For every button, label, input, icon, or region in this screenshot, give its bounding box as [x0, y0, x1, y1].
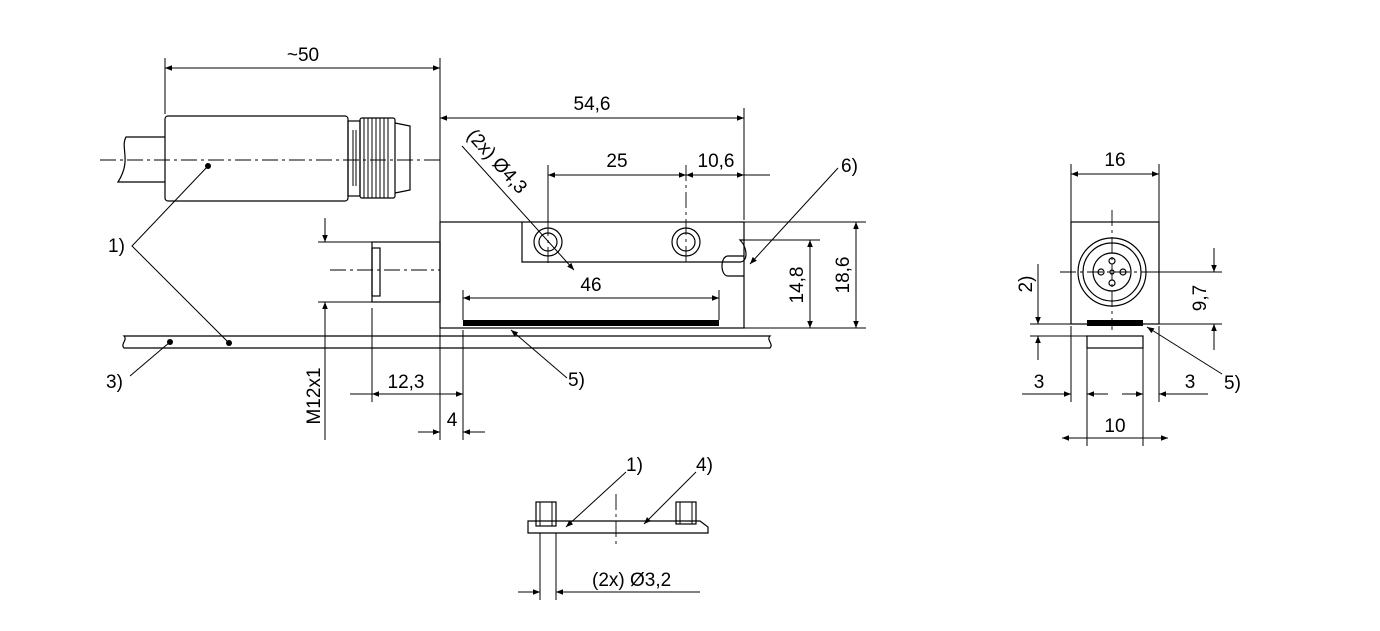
dim-height-total-label: 18,6	[833, 257, 854, 294]
callout-5-end-label: 5)	[1224, 373, 1241, 394]
dimension-thread: M12x1	[304, 218, 372, 440]
callout-3-label: 3)	[106, 372, 123, 393]
dimension-heights: 14,8 18,6	[744, 221, 866, 329]
dim-height-9-7-label: 9,7	[1190, 285, 1211, 311]
dimension-width-16: 16	[1070, 150, 1160, 222]
dimension-cable-length: ~50	[164, 45, 441, 330]
dim-height-small-label: 14,8	[787, 267, 808, 304]
dim-hole-pitch-label: 25	[606, 151, 627, 172]
callout-5-end: 5)	[1146, 326, 1241, 394]
callout-3: 3)	[106, 341, 171, 393]
callout-6-label: 6)	[841, 156, 858, 177]
dim-mount-hole-label: (2x) Ø4,3	[462, 125, 531, 198]
dimension-magnet-length: 46	[462, 275, 720, 320]
dim-connector-len-label: 12,3	[388, 372, 425, 393]
dim-cable-length-label: ~50	[287, 45, 319, 66]
callout-6: 6)	[749, 156, 858, 265]
dimension-mount-hole: (2x) Ø4,3	[461, 125, 575, 271]
callout-1: 1)	[108, 165, 230, 344]
dim-width-16-label: 16	[1104, 150, 1125, 171]
dim-left-3-label: 3	[1034, 372, 1045, 393]
pin-detail: (2x) Ø3,2	[518, 494, 709, 600]
dimension-hole-pitch: 25 10,6	[547, 151, 770, 222]
callout-2-label: 2)	[1016, 276, 1037, 293]
callout-1-bottom-label: 1)	[626, 455, 643, 476]
cable-connector	[100, 115, 440, 346]
callout-4-label: 4)	[696, 455, 713, 476]
dimension-height-9-7: 9,7	[1146, 248, 1222, 350]
dim-offset-4-label: 4	[447, 410, 458, 431]
dim-pin-dia-label: (2x) Ø3,2	[592, 570, 671, 591]
dimension-end-bottom: 3 3 10	[1022, 326, 1208, 446]
dimension-body-length: 54,6	[439, 94, 745, 220]
callout-2: 2)	[1016, 264, 1087, 360]
dim-magnet-length-label: 46	[580, 275, 601, 296]
callout-1-label: 1)	[108, 236, 125, 257]
dimension-connector: 12,3 4	[350, 308, 485, 440]
callout-1-bottom: 1)	[565, 455, 643, 528]
dim-hole-edge-label: 10,6	[698, 151, 735, 172]
callout-4: 4)	[643, 455, 713, 525]
sensor-end-view	[1060, 210, 1170, 349]
callout-5-side: 5)	[510, 329, 585, 391]
sensor-side-view	[122, 165, 772, 349]
dim-body-length-label: 54,6	[574, 94, 611, 115]
dim-thread-label: M12x1	[304, 367, 325, 424]
callout-5-side-label: 5)	[568, 370, 585, 391]
dim-bottom-10-label: 10	[1104, 416, 1125, 437]
dim-right-3-label: 3	[1185, 372, 1196, 393]
